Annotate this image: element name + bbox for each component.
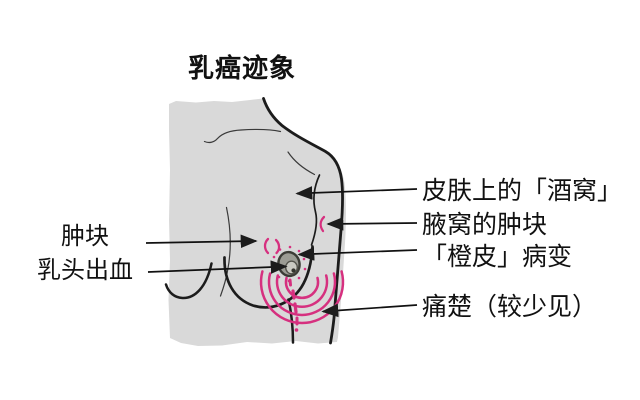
collarbone-line: [203, 128, 282, 144]
label-lump: 肿块: [61, 222, 109, 250]
neck-shoulder-arm-outline: [262, 97, 345, 345]
nipple-bleed-arrow: [147, 260, 288, 274]
second-breast-outline: [164, 262, 213, 300]
body-silhouette: [168, 98, 346, 346]
lump-marks-icon: [263, 237, 281, 255]
lump-arrow: [145, 234, 258, 249]
label-pain: 痛楚（较少见）: [422, 292, 598, 321]
pain-arrow: [321, 303, 418, 318]
label-armpit-lump: 腋窝的肿块: [422, 210, 548, 239]
orange-peel-arrow: [297, 247, 418, 261]
sternum-line: [219, 206, 231, 297]
label-nipple-bleed: 乳头出血: [37, 256, 133, 284]
label-skin-dimple: 皮肤上的「酒窝」: [422, 176, 623, 205]
skin-dimple-arrow: [295, 186, 418, 200]
armpit-lump-mark-icon: [319, 215, 326, 233]
shoulder-blade-line: [287, 151, 316, 176]
armpit-lump-arrow: [326, 217, 418, 231]
diagram-title: 乳癌迹象: [188, 54, 297, 84]
label-orange-peel: 「橙皮」病变: [422, 242, 573, 271]
blood-drops-icon: [288, 278, 299, 332]
armpit-fold-line: [310, 174, 321, 246]
pain-waves-icon: [259, 270, 345, 325]
